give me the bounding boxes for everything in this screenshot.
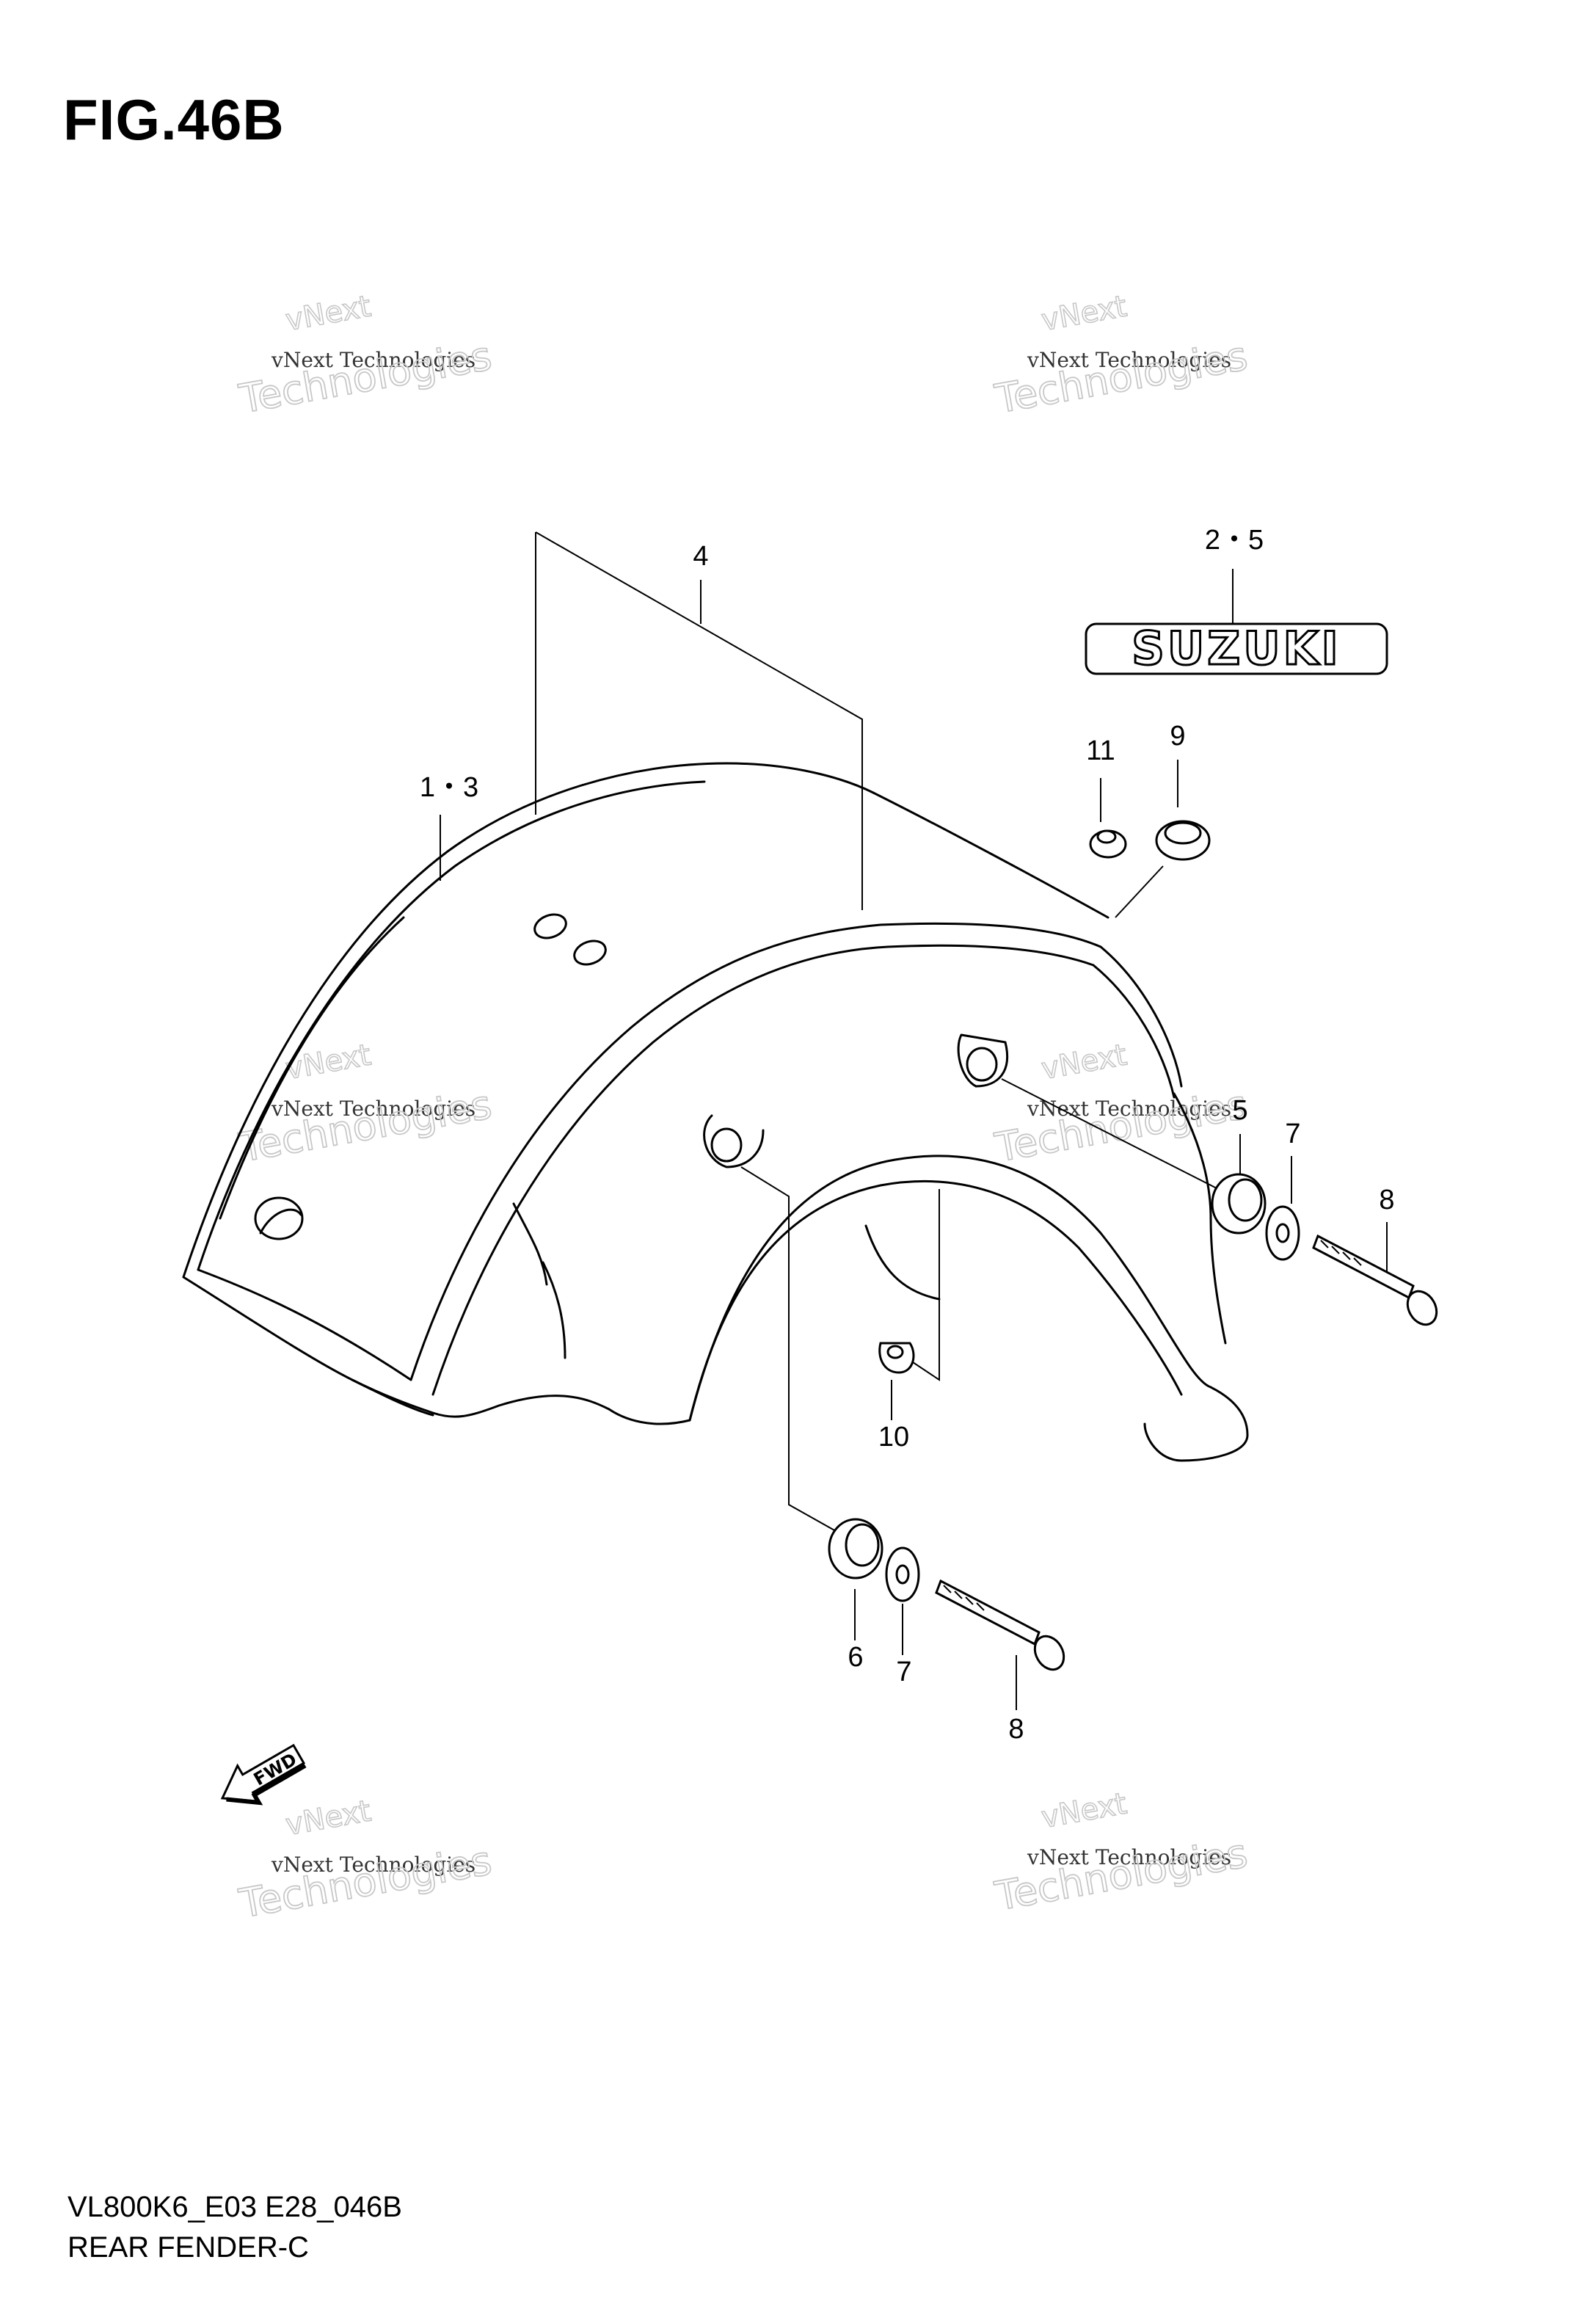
svg-text:vNext Technologies: vNext Technologies — [271, 1097, 475, 1121]
callout-4: 4 — [693, 541, 708, 572]
svg-text:vNext: vNext — [1039, 1786, 1129, 1835]
nut-part-10 — [878, 1342, 915, 1374]
callout-8-lower: 8 — [1008, 1714, 1024, 1745]
svg-text:vNext Technologies: vNext Technologies — [1027, 1845, 1231, 1869]
watermark-bottom-right: vNext vNext Technologies Technologies — [991, 1786, 1251, 1921]
svg-text:Technologies: Technologies — [991, 1830, 1251, 1919]
rear-fender — [182, 762, 1249, 1462]
callout-1-3: 1・3 — [420, 772, 478, 803]
cushion-part-6 — [828, 1518, 883, 1579]
watermark-mid-right: vNext vNext Technologies Technologies — [991, 1038, 1251, 1172]
washer-part-7-right — [1265, 1205, 1300, 1261]
watermark-top-left: vNext vNext Technologies Technologies — [235, 289, 495, 423]
svg-text:vNext: vNext — [283, 289, 374, 338]
callout-5: 5 — [1232, 1095, 1247, 1126]
figure-title: FIG.46B — [63, 87, 285, 152]
callout-7-right: 7 — [1285, 1119, 1300, 1149]
watermark-top-right: vNext vNext Technologies Technologies — [991, 289, 1251, 423]
leader-lines — [440, 531, 1388, 1710]
cushion-part-5 — [1211, 1173, 1267, 1235]
washer-part-7-lower — [885, 1546, 920, 1602]
svg-text:vNext: vNext — [1039, 289, 1129, 338]
callout-7-lower: 7 — [896, 1657, 911, 1687]
bolt-part-8-lower — [935, 1579, 1065, 1671]
svg-text:vNext Technologies: vNext Technologies — [271, 1853, 475, 1877]
svg-text:vNext Technologies: vNext Technologies — [271, 348, 475, 372]
callout-6: 6 — [848, 1642, 863, 1673]
callout-2-5: 2・5 — [1205, 525, 1264, 556]
svg-text:Technologies: Technologies — [236, 1837, 495, 1927]
watermark-bottom-left: vNext vNext Technologies Technologies — [235, 1794, 495, 1928]
svg-text:Technologies: Technologies — [991, 1081, 1251, 1171]
svg-text:vNext: vNext — [1039, 1038, 1129, 1086]
figure-model-code: VL800K6_E03 E28_046B — [68, 2191, 402, 2223]
figure-section-name: REAR FENDER-C — [68, 2231, 309, 2264]
suzuki-emblem: SUZUKI — [1085, 621, 1388, 677]
watermark-mid-left: vNext vNext Technologies Technologies — [235, 1038, 495, 1172]
callout-10: 10 — [878, 1422, 909, 1453]
svg-text:Technologies: Technologies — [236, 332, 495, 422]
grommet-part-9 — [1155, 820, 1211, 861]
svg-text:vNext: vNext — [283, 1038, 374, 1086]
callout-8-right: 8 — [1379, 1185, 1394, 1215]
fwd-arrow-icon: FWD — [220, 1743, 307, 1806]
callout-9: 9 — [1170, 721, 1185, 752]
svg-text:vNext Technologies: vNext Technologies — [1027, 348, 1231, 372]
svg-text:vNext: vNext — [283, 1794, 374, 1842]
callout-11: 11 — [1086, 735, 1115, 766]
svg-text:Technologies: Technologies — [991, 332, 1251, 422]
bolt-part-8-right — [1312, 1234, 1438, 1326]
grommet-part-11 — [1089, 829, 1127, 859]
suzuki-emblem-text: SUZUKI — [1132, 622, 1341, 675]
